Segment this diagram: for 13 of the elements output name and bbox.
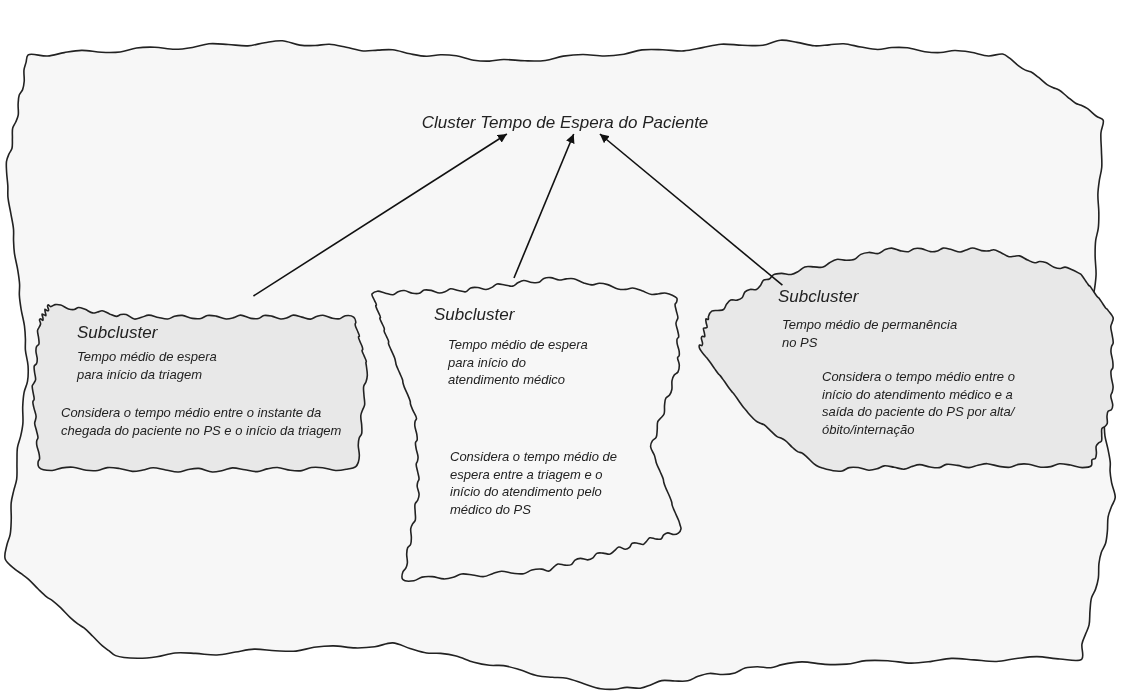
subcluster-heading: Subcluster — [77, 322, 159, 344]
metric-description: Considera o tempo médio entre o instante da chegada do paciente no PS e o início da triagem — [61, 404, 343, 440]
metric-description: Considera o tempo médio de espera entre a triagem e o início do atendimento pelo médico do PS — [450, 448, 618, 519]
arrow — [252, 133, 508, 297]
cluster-title: Cluster Tempo de Espera do Paciente — [420, 112, 710, 134]
metric-name: Tempo médio de espera para início do atendimento médico — [448, 336, 589, 389]
arrow — [599, 133, 784, 286]
metric-description: Considera o tempo médio entre o início do atendimento médico e a saída do paciente do PS por alta/óbito/internação — [822, 368, 1017, 439]
metric-name: Tempo médio de espera para início da triagem — [77, 348, 218, 384]
subcluster-heading: Subcluster — [434, 304, 516, 326]
metric-name: Tempo médio de permanência no PS — [782, 316, 959, 352]
arrow — [513, 133, 575, 279]
subcluster-heading: Subcluster — [778, 286, 860, 308]
